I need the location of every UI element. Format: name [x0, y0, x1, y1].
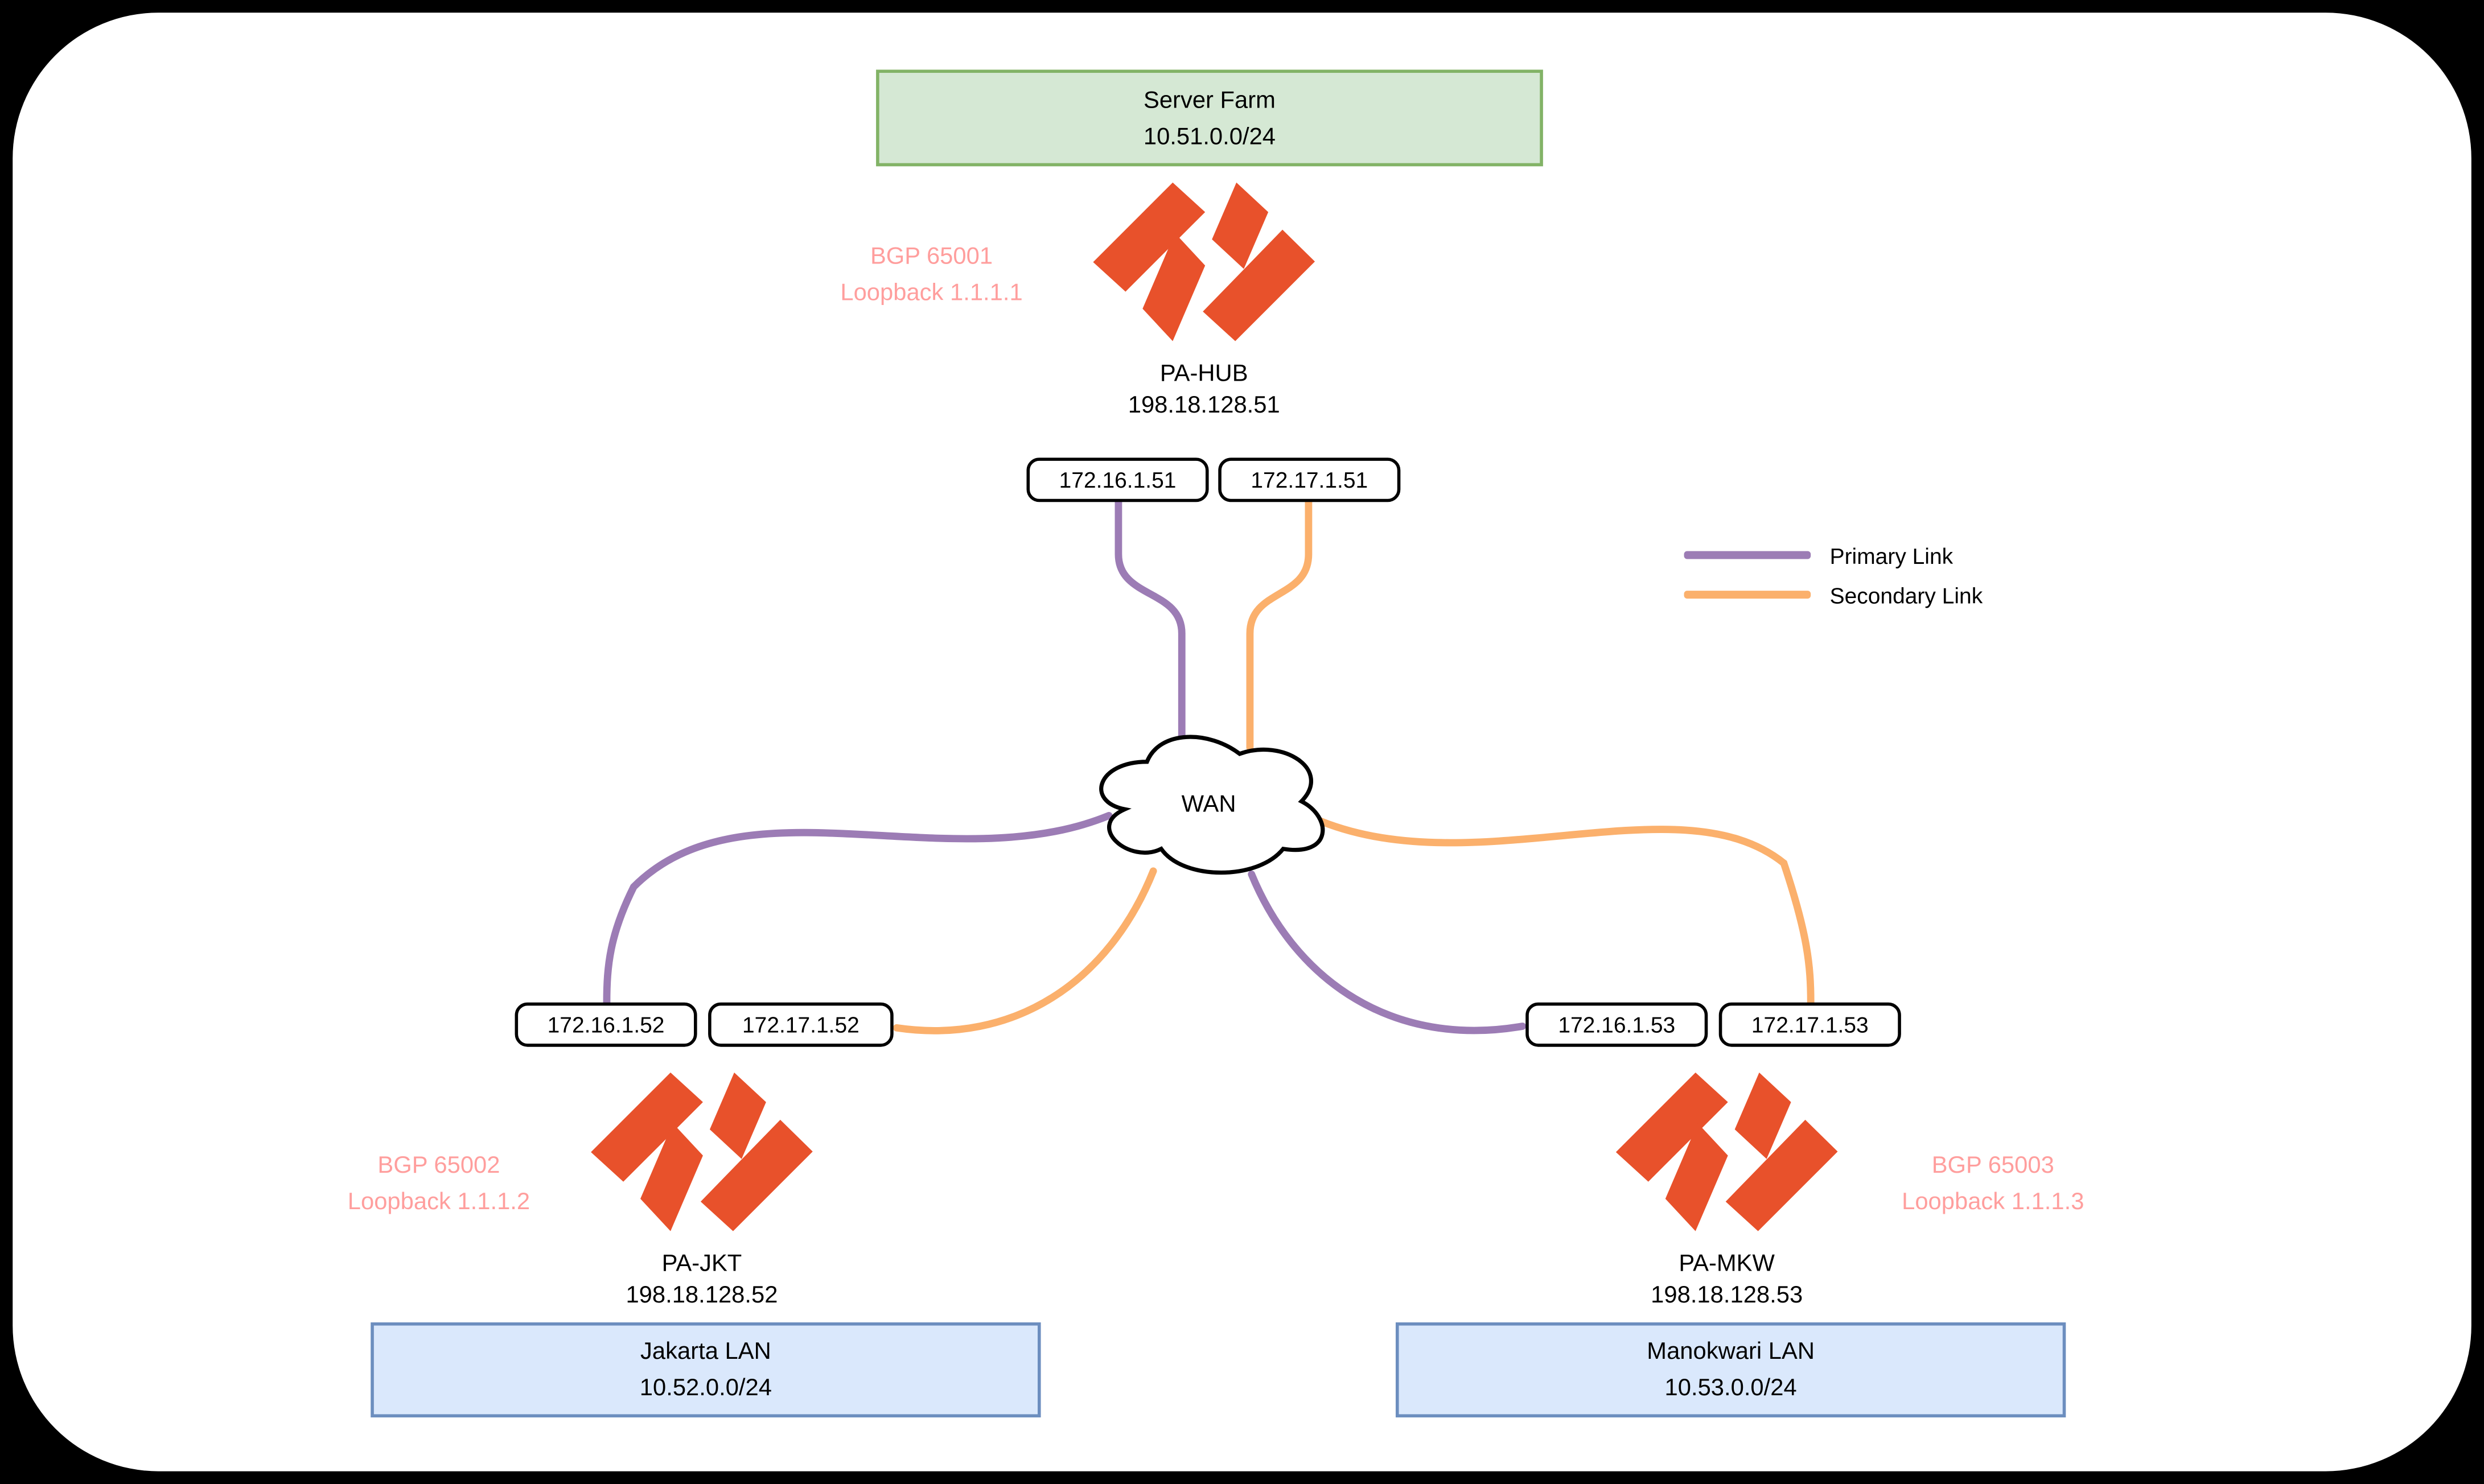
secondary-link-swatch [1684, 591, 1811, 599]
jkt-loopback-note: Loopback 1.1.1.2 [347, 1188, 530, 1216]
pan-logo-stripe [1142, 233, 1206, 341]
jkt-mgmt-ip: 198.18.128.52 [626, 1282, 778, 1309]
server-farm-title: Server Farm [1143, 86, 1276, 113]
link-secondary-wan-jkt [893, 867, 1157, 1034]
hub-mgmt-ip: 198.18.128.51 [1128, 391, 1280, 419]
hub-loopback-note: Loopback 1.1.1.1 [840, 279, 1023, 307]
wan-label: WAN [1181, 791, 1236, 818]
pan-logo-stripe [709, 1072, 766, 1159]
link-primary-hub-wan [1114, 497, 1186, 748]
jkt-interface-1: 172.16.1.52 [515, 1002, 697, 1047]
hub-interface-1: 172.16.1.51 [1026, 457, 1209, 502]
mkw-name: PA-MKW [1679, 1250, 1775, 1277]
pan-logo-stripe [1734, 1072, 1791, 1159]
manokwari-lan-subnet: 10.53.0.0/24 [1664, 1374, 1797, 1402]
link-secondary-wan-mkw [1311, 815, 1815, 1007]
mkw-interface-1: 172.16.1.53 [1525, 1002, 1708, 1047]
mkw-interface-2: 172.17.1.53 [1718, 1002, 1901, 1047]
palo-alto-firewall-icon-hub [1093, 182, 1315, 341]
link-primary-wan-mkw [1248, 870, 1527, 1034]
pan-logo-stripe [1093, 182, 1206, 292]
legend: Primary Link Secondary Link [1684, 535, 1983, 615]
palo-alto-firewall-icon-jkt [591, 1072, 813, 1231]
pan-logo-stripe [640, 1123, 703, 1231]
pan-logo-stripe [1615, 1072, 1728, 1182]
hub-bgp-note: BGP 65001 [870, 243, 993, 270]
hub-interface-2: 172.17.1.51 [1218, 457, 1401, 502]
jakarta-lan-subnet: 10.52.0.0/24 [639, 1374, 772, 1402]
jkt-bgp-note: BGP 65002 [377, 1152, 500, 1180]
wan-cloud [1099, 735, 1325, 875]
secondary-link-label: Secondary Link [1829, 582, 1983, 608]
mkw-bgp-note: BGP 65003 [1931, 1152, 2054, 1180]
primary-link-swatch [1684, 551, 1811, 559]
manokwari-lan-box: Manokwari LAN 10.53.0.0/24 [1395, 1322, 2066, 1417]
link-secondary-hub-wan [1246, 497, 1313, 752]
pan-logo-stripe [1725, 1119, 1838, 1231]
server-farm-box: Server Farm 10.51.0.0/24 [876, 69, 1543, 167]
jakarta-lan-box: Jakarta LAN 10.52.0.0/24 [371, 1322, 1041, 1417]
legend-row-secondary: Secondary Link [1684, 575, 1983, 615]
pan-logo-stripe [1212, 182, 1269, 269]
hub-name: PA-HUB [1159, 360, 1248, 388]
pan-logo-stripe [700, 1119, 813, 1231]
mkw-loopback-note: Loopback 1.1.1.3 [1902, 1188, 2084, 1216]
server-farm-subnet: 10.51.0.0/24 [1143, 122, 1276, 150]
mkw-mgmt-ip: 198.18.128.53 [1651, 1282, 1803, 1309]
legend-row-primary: Primary Link [1684, 535, 1983, 575]
jkt-name: PA-JKT [661, 1250, 742, 1277]
pan-logo-stripe [1665, 1123, 1728, 1231]
primary-link-label: Primary Link [1829, 542, 1954, 568]
pan-logo-stripe [591, 1072, 703, 1182]
pan-logo-stripe [1203, 229, 1315, 341]
palo-alto-firewall-icon-mkw [1615, 1072, 1838, 1231]
manokwari-lan-title: Manokwari LAN [1647, 1338, 1815, 1366]
jakarta-lan-title: Jakarta LAN [640, 1338, 771, 1366]
jkt-interface-2: 172.17.1.52 [708, 1002, 894, 1047]
link-primary-wan-jkt [603, 811, 1113, 1007]
